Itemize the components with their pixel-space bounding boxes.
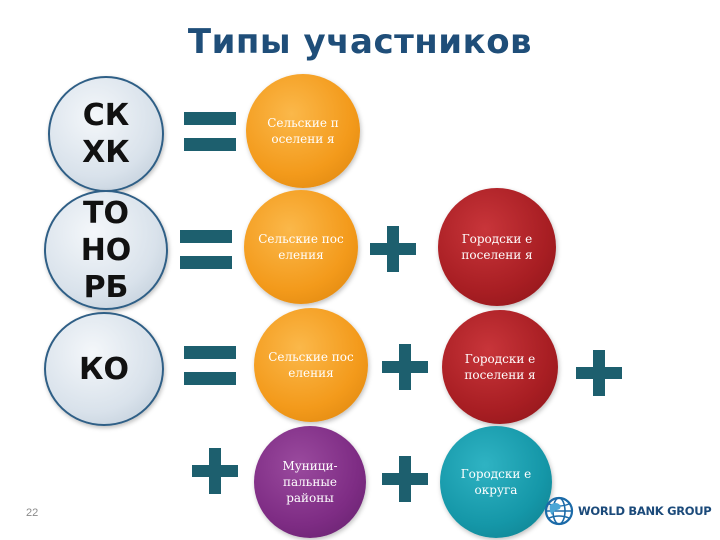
participant-label-line: СК	[82, 98, 130, 133]
equals-icon	[184, 346, 236, 386]
circle-label: Городски е округа	[460, 467, 532, 497]
circle-municipal-districts: Муници- пальные районы	[254, 426, 366, 538]
world-bank-logo: WORLD BANK GROUP	[544, 496, 712, 526]
equals-icon	[180, 230, 232, 270]
plus-icon	[576, 350, 622, 396]
plus-icon	[370, 226, 416, 272]
circle-rural-settlements: Сельские поселения	[254, 308, 368, 422]
circle-urban-settlements: Городски е поселени я	[438, 188, 556, 306]
circle-label: Муници- пальные районы	[282, 459, 338, 505]
circle-rural-settlements: Сельские поселения	[244, 190, 358, 304]
circle-urban-settlements: Городски е поселени я	[442, 310, 558, 424]
participant-circle-tonorb: ТО НО РБ	[44, 190, 168, 310]
participant-label-line: ТО	[83, 195, 129, 231]
equals-icon	[184, 112, 236, 152]
participant-label-line: НО	[80, 232, 132, 268]
circle-label: Городски е поселени я	[461, 232, 533, 262]
page-title: Типы участников	[187, 22, 533, 62]
logo-text: WORLD BANK GROUP	[578, 504, 712, 518]
circle-label: Сельские поселени я	[267, 116, 339, 146]
circle-urban-districts: Городски е округа	[440, 426, 552, 538]
plus-icon	[192, 448, 238, 494]
circle-label: Сельские поселения	[258, 232, 344, 262]
page-number: 22	[26, 507, 39, 519]
globe-icon	[544, 496, 574, 526]
participant-label-line: КО	[78, 351, 130, 387]
participant-circle-skhk: СК ХК	[48, 76, 164, 192]
participant-label-line: РБ	[83, 269, 129, 305]
participant-circle-ko: КО	[44, 312, 164, 426]
participant-label-line: ХК	[82, 135, 130, 170]
circle-label: Сельские поселения	[268, 350, 354, 380]
circle-rural-settlements: Сельские поселени я	[246, 74, 360, 188]
circle-label: Городски е поселени я	[464, 352, 536, 382]
plus-icon	[382, 344, 428, 390]
plus-icon	[382, 456, 428, 502]
